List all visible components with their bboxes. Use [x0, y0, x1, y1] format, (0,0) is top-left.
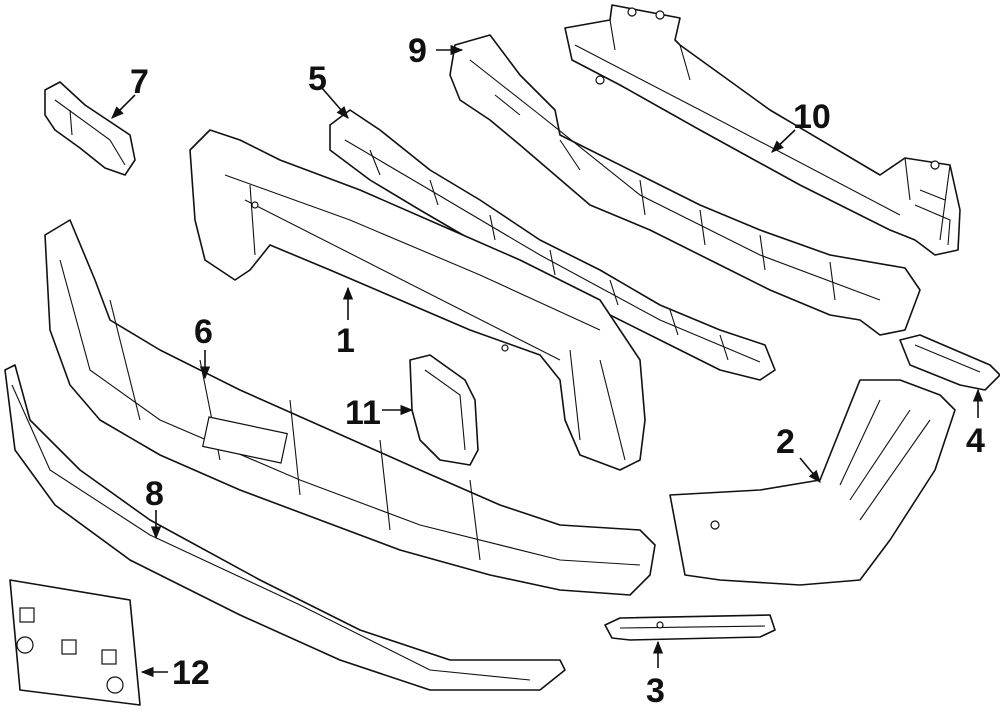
part-8-lower-lip[interactable]	[4, 364, 566, 691]
part-10-reinforcement-beam[interactable]	[564, 4, 961, 256]
part-9-energy-absorber[interactable]	[449, 34, 921, 336]
callout-7: 7	[130, 63, 149, 101]
part-3-lower-bracket[interactable]	[604, 614, 776, 641]
part-12-license-bracket[interactable]	[9, 579, 141, 706]
callout-8: 8	[145, 475, 164, 513]
leader-lines	[111, 44, 984, 678]
part-6-lower-grille[interactable]	[44, 219, 656, 596]
callout-1: 1	[336, 322, 355, 360]
part-1-bumper-support[interactable]	[189, 129, 646, 471]
callout-4: 4	[966, 422, 985, 460]
callout-6: 6	[194, 313, 213, 351]
callout-10: 10	[793, 98, 831, 136]
part-2-corner-cover[interactable]	[669, 379, 956, 586]
part-11-insert[interactable]	[409, 354, 479, 466]
callout-3: 3	[646, 672, 665, 710]
leader-5	[321, 87, 349, 119]
callout-9: 9	[408, 32, 427, 70]
callout-5: 5	[308, 60, 327, 98]
leader-7	[111, 94, 136, 119]
part-7-bracket[interactable]	[44, 81, 136, 176]
callout-labels: 1 2 3 4 5 6 7 8 9 10 11 12	[130, 32, 985, 710]
callout-2: 2	[776, 423, 795, 461]
callout-11: 11	[345, 394, 381, 432]
leader-2	[799, 457, 821, 483]
part-4-side-bracket[interactable]	[899, 334, 1000, 391]
callout-12: 12	[172, 654, 210, 692]
part-5-absorber-strip[interactable]	[329, 109, 776, 381]
leader-10	[771, 129, 796, 153]
